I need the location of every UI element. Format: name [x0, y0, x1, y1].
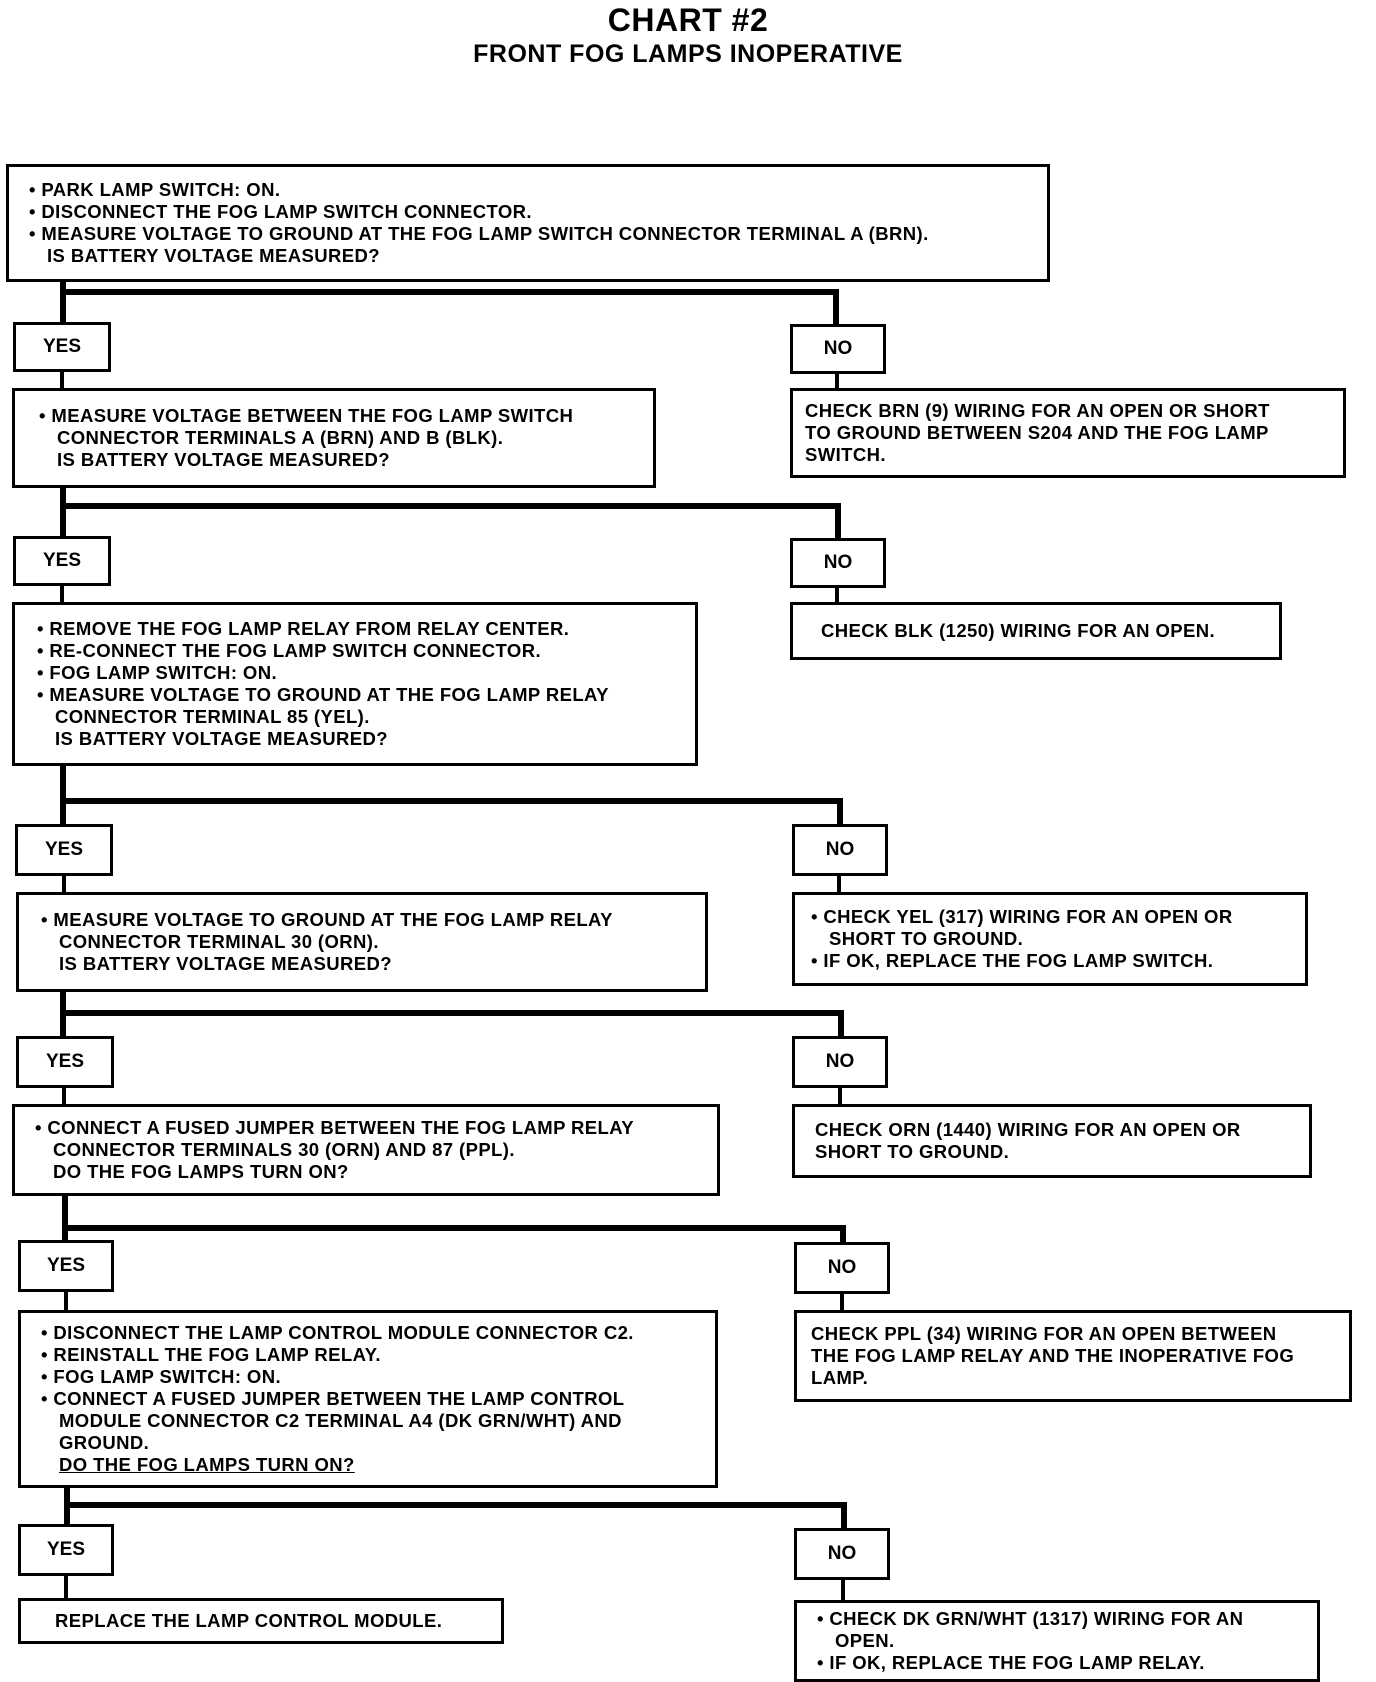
- chart-title: CHART #2: [607, 2, 769, 38]
- step-6-line: • CONNECT A FUSED JUMPER BETWEEN THE LAM…: [41, 1388, 625, 1409]
- step-1-line: • MEASURE VOLTAGE TO GROUND AT THE FOG L…: [29, 223, 929, 244]
- no-label: NO: [792, 824, 888, 876]
- step-6-line: • REINSTALL THE FOG LAMP RELAY.: [41, 1344, 381, 1365]
- no-result-5-line: CHECK PPL (34) WIRING FOR AN OPEN BETWEE…: [811, 1323, 1277, 1344]
- step-3-line: • REMOVE THE FOG LAMP RELAY FROM RELAY C…: [37, 618, 570, 639]
- no-result-5-line: THE FOG LAMP RELAY AND THE INOPERATIVE F…: [811, 1345, 1295, 1366]
- step-3-line: • RE-CONNECT THE FOG LAMP SWITCH CONNECT…: [37, 640, 541, 661]
- step-2-box: • MEASURE VOLTAGE BETWEEN THE FOG LAMP S…: [12, 388, 656, 488]
- step-1-line: • PARK LAMP SWITCH: ON.: [29, 179, 281, 200]
- connector-line: [62, 1088, 66, 1106]
- step-2-question: IS BATTERY VOLTAGE MEASURED?: [57, 449, 390, 470]
- no-result-final-box: • CHECK DK GRN/WHT (1317) WIRING FOR AN …: [794, 1600, 1320, 1682]
- connector-line: [835, 374, 839, 390]
- connector-line: [60, 289, 839, 295]
- step-6-line: GROUND.: [59, 1432, 150, 1453]
- no-result-3-box: • CHECK YEL (317) WIRING FOR AN OPEN OR …: [792, 892, 1308, 986]
- no-label: NO: [792, 1036, 888, 1088]
- no-result-1-line: SWITCH.: [805, 444, 886, 465]
- connector-line: [838, 1088, 842, 1106]
- connector-line: [64, 1502, 847, 1508]
- connector-line: [60, 586, 64, 604]
- yes-result-final-line: REPLACE THE LAMP CONTROL MODULE.: [55, 1610, 443, 1631]
- no-result-4-line: CHECK ORN (1440) WIRING FOR AN OPEN OR: [815, 1119, 1241, 1140]
- no-result-3-line: • CHECK YEL (317) WIRING FOR AN OPEN OR: [811, 906, 1233, 927]
- no-result-1-box: CHECK BRN (9) WIRING FOR AN OPEN OR SHOR…: [790, 388, 1346, 478]
- yes-label: YES: [15, 824, 113, 876]
- step-5-line: CONNECTOR TERMINALS 30 (ORN) AND 87 (PPL…: [53, 1139, 515, 1160]
- step-6-box: • DISCONNECT THE LAMP CONTROL MODULE CON…: [18, 1310, 718, 1488]
- step-4-line: CONNECTOR TERMINAL 30 (ORN).: [59, 931, 379, 952]
- no-label: NO: [794, 1528, 890, 1580]
- step-3-question: IS BATTERY VOLTAGE MEASURED?: [55, 728, 388, 749]
- step-2-line: CONNECTOR TERMINALS A (BRN) AND B (BLK).: [57, 427, 504, 448]
- connector-line: [840, 1225, 846, 1243]
- no-result-3-line: • IF OK, REPLACE THE FOG LAMP SWITCH.: [811, 950, 1214, 971]
- connector-line: [64, 1576, 68, 1600]
- connector-line: [62, 1196, 68, 1240]
- step-5-box: • CONNECT A FUSED JUMPER BETWEEN THE FOG…: [12, 1104, 720, 1196]
- yes-label: YES: [18, 1524, 114, 1576]
- step-5-question: DO THE FOG LAMPS TURN ON?: [53, 1161, 349, 1182]
- step-1-box: • PARK LAMP SWITCH: ON. • DISCONNECT THE…: [6, 164, 1050, 282]
- connector-line: [60, 1010, 844, 1016]
- no-result-4-box: CHECK ORN (1440) WIRING FOR AN OPEN OR S…: [792, 1104, 1312, 1178]
- connector-line: [60, 488, 66, 536]
- step-6-line: • FOG LAMP SWITCH: ON.: [41, 1366, 282, 1387]
- step-1-line: • DISCONNECT THE FOG LAMP SWITCH CONNECT…: [29, 201, 532, 222]
- connector-line: [60, 372, 64, 390]
- connector-line: [62, 1225, 846, 1231]
- connector-line: [841, 1580, 845, 1602]
- chart-subtitle: FRONT FOG LAMPS INOPERATIVE: [473, 40, 903, 68]
- connector-line: [62, 876, 66, 894]
- no-result-5-box: CHECK PPL (34) WIRING FOR AN OPEN BETWEE…: [794, 1310, 1352, 1402]
- no-result-3-line: SHORT TO GROUND.: [829, 928, 1024, 949]
- no-label: NO: [790, 324, 886, 374]
- connector-line: [835, 503, 841, 538]
- connector-line: [841, 1502, 847, 1530]
- step-4-box: • MEASURE VOLTAGE TO GROUND AT THE FOG L…: [16, 892, 708, 992]
- connector-line: [835, 588, 839, 604]
- step-6-question: DO THE FOG LAMPS TURN ON?: [59, 1454, 355, 1475]
- no-result-4-line: SHORT TO GROUND.: [815, 1141, 1010, 1162]
- step-3-line: CONNECTOR TERMINAL 85 (YEL).: [55, 706, 370, 727]
- connector-line: [837, 798, 843, 824]
- connector-line: [60, 798, 843, 804]
- yes-label: YES: [13, 536, 111, 586]
- connector-line: [64, 1292, 68, 1312]
- yes-label: YES: [16, 1036, 114, 1088]
- step-3-box: • REMOVE THE FOG LAMP RELAY FROM RELAY C…: [12, 602, 698, 766]
- yes-label: YES: [18, 1240, 114, 1292]
- connector-line: [60, 766, 66, 824]
- no-result-1-line: CHECK BRN (9) WIRING FOR AN OPEN OR SHOR…: [805, 400, 1270, 421]
- connector-line: [840, 1294, 844, 1312]
- step-2-line: • MEASURE VOLTAGE BETWEEN THE FOG LAMP S…: [39, 405, 574, 426]
- step-6-line: MODULE CONNECTOR C2 TERMINAL A4 (DK GRN/…: [59, 1410, 622, 1431]
- step-3-line: • MEASURE VOLTAGE TO GROUND AT THE FOG L…: [37, 684, 609, 705]
- no-label: NO: [790, 538, 886, 588]
- no-result-final-line: • IF OK, REPLACE THE FOG LAMP RELAY.: [817, 1652, 1205, 1673]
- connector-line: [60, 282, 66, 322]
- no-result-final-line: OPEN.: [835, 1630, 895, 1651]
- step-6-line: • DISCONNECT THE LAMP CONTROL MODULE CON…: [41, 1322, 634, 1343]
- yes-result-final-box: REPLACE THE LAMP CONTROL MODULE.: [18, 1598, 504, 1644]
- no-result-1-line: TO GROUND BETWEEN S204 AND THE FOG LAMP: [805, 422, 1269, 443]
- connector-line: [838, 1010, 844, 1036]
- yes-label: YES: [13, 322, 111, 372]
- step-4-line: • MEASURE VOLTAGE TO GROUND AT THE FOG L…: [41, 909, 613, 930]
- connector-line: [833, 289, 839, 325]
- step-3-line: • FOG LAMP SWITCH: ON.: [37, 662, 278, 683]
- step-5-line: • CONNECT A FUSED JUMPER BETWEEN THE FOG…: [35, 1117, 635, 1138]
- step-4-question: IS BATTERY VOLTAGE MEASURED?: [59, 953, 392, 974]
- step-1-question: IS BATTERY VOLTAGE MEASURED?: [47, 245, 380, 266]
- connector-line: [837, 876, 841, 894]
- no-result-2-box: CHECK BLK (1250) WIRING FOR AN OPEN.: [790, 602, 1282, 660]
- connector-line: [60, 503, 841, 509]
- no-result-5-line: LAMP.: [811, 1367, 869, 1388]
- no-result-final-line: • CHECK DK GRN/WHT (1317) WIRING FOR AN: [817, 1608, 1244, 1629]
- no-label: NO: [794, 1242, 890, 1294]
- no-result-2-line: CHECK BLK (1250) WIRING FOR AN OPEN.: [821, 620, 1216, 641]
